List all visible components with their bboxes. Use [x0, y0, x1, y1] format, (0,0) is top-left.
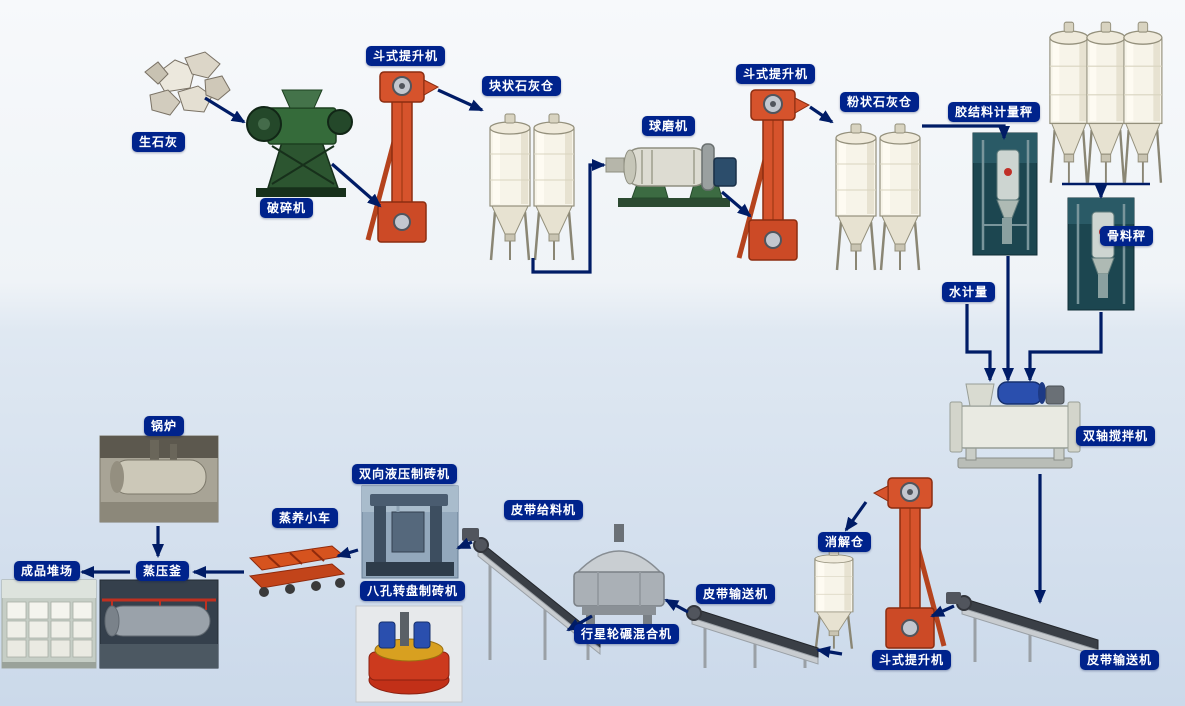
hydraulic-brick-machine-illustration: [361, 485, 459, 579]
label-belt-conveyor-left: 皮带输送机: [696, 584, 776, 605]
label-digestion-silo: 消解仓: [818, 532, 872, 553]
arrow: [664, 598, 689, 614]
label-rotary-brick-machine: 八孔转盘制砖机: [360, 581, 466, 602]
arrow: [566, 614, 593, 632]
label-lump-lime-silo: 块状石灰仓: [482, 76, 562, 97]
digestion-silo-illustration: [813, 548, 855, 650]
label-hydraulic-brick-machine: 双向液压制砖机: [352, 464, 458, 485]
label-bucket-elevator-2: 斗式提升机: [736, 64, 816, 85]
belt-conveyor-left-illustration: [686, 605, 819, 668]
arrow: [531, 159, 606, 274]
label-water-metering: 水计量: [942, 282, 996, 303]
label-ball-mill: 球磨机: [642, 116, 696, 137]
rotary-brick-machine-illustration: [355, 605, 463, 703]
arrow: [330, 162, 382, 208]
lump-lime-silo-1-illustration: [488, 112, 532, 262]
storage-silo-3-illustration: [1122, 20, 1164, 185]
autoclave-illustration: [99, 579, 219, 669]
lump-lime-silo-2-illustration: [532, 112, 576, 262]
ball-mill-illustration: [605, 143, 737, 207]
storage-silo-1-illustration: [1048, 20, 1090, 185]
bucket-elevator-1-illustration: [368, 72, 438, 242]
arrow: [922, 124, 1010, 140]
binder-scale-illustration: [972, 132, 1038, 256]
powder-lime-silo-2-illustration: [878, 122, 922, 272]
arrow: [720, 190, 752, 218]
boiler-illustration: [99, 435, 219, 523]
label-double-shaft-mixer: 双轴搅拌机: [1076, 426, 1156, 447]
label-bucket-elevator-1: 斗式提升机: [366, 46, 446, 67]
label-quicklime: 生石灰: [132, 132, 186, 153]
arrow: [1024, 312, 1103, 382]
label-boiler: 锅炉: [144, 416, 185, 437]
label-powder-lime-silo: 粉状石灰仓: [840, 92, 920, 113]
label-planetary-mixer: 行星轮碾混合机: [574, 624, 680, 645]
flow-arrows: [80, 88, 1150, 658]
label-belt-conveyor-right: 皮带输送机: [1080, 650, 1160, 671]
label-binder-metering-scale: 胶结料计量秤: [948, 102, 1041, 123]
quicklime-rocks-illustration: [144, 51, 231, 116]
planetary-mixer-illustration: [573, 524, 665, 627]
label-aggregate-scale: 骨料秤: [1100, 226, 1154, 247]
product-yard-illustration: [1, 579, 97, 669]
arrow: [336, 546, 359, 559]
aggregate-scale-illustration: [1067, 197, 1135, 311]
arrow: [965, 304, 996, 382]
curing-cart-illustration: [248, 545, 346, 597]
arrow: [844, 501, 868, 532]
double-shaft-mixer-illustration: [949, 381, 1081, 469]
label-bucket-elevator-3: 斗式提升机: [872, 650, 952, 671]
powder-lime-silo-1-illustration: [834, 122, 878, 272]
bucket-elevator-3-illustration: [874, 478, 944, 648]
arrow: [816, 646, 843, 658]
arrow: [456, 537, 473, 550]
label-crusher: 破碎机: [260, 198, 314, 219]
storage-silo-2-illustration: [1085, 20, 1127, 185]
label-product-yard: 成品堆场: [14, 561, 81, 582]
arrow: [204, 96, 246, 124]
arrow: [930, 604, 955, 618]
label-belt-feeder: 皮带给料机: [504, 500, 584, 521]
arrow: [809, 105, 834, 124]
label-curing-cart: 蒸养小车: [272, 508, 339, 529]
bucket-elevator-2-illustration: [739, 90, 809, 260]
label-autoclave: 蒸压釜: [136, 561, 190, 582]
arrow: [437, 88, 484, 112]
crusher-illustration: [246, 89, 353, 197]
belt-conveyor-right-illustration: [946, 592, 1099, 662]
